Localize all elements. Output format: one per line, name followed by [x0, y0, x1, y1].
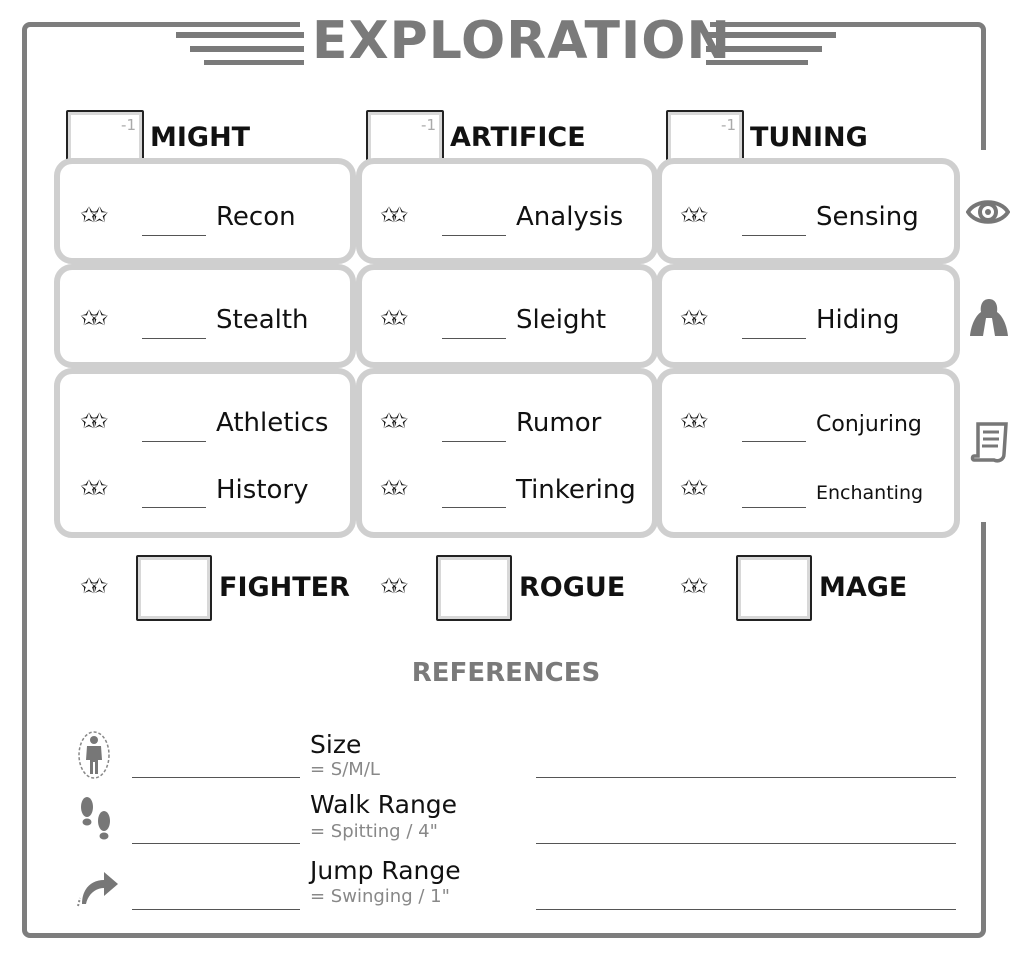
skill-conjuring: Conjuring	[816, 412, 922, 437]
ref-size-label: Size	[310, 730, 362, 759]
title-bar-right	[706, 46, 822, 52]
ref-jump-label: Jump Range	[310, 856, 461, 885]
skill-tinkering: Tinkering	[516, 475, 636, 505]
size-value-line[interactable]	[132, 777, 300, 778]
skill-blank[interactable]	[742, 441, 806, 442]
title-bar-right	[706, 32, 836, 38]
references-title: REFERENCES	[411, 658, 601, 688]
footprints-icon	[81, 797, 110, 840]
star-rating[interactable]: ✩✩	[80, 306, 108, 330]
ref-size-sub: = S/M/L	[310, 759, 380, 780]
skill-blank[interactable]	[142, 235, 206, 236]
scroll-icon	[970, 422, 1008, 463]
star-rating[interactable]: ✩✩	[80, 574, 108, 598]
title-bar-left	[204, 60, 304, 65]
title-bar-right	[706, 60, 808, 65]
class-rogue: ROGUE	[519, 572, 626, 603]
class-fighter: FIGHTER	[219, 572, 350, 603]
star-rating[interactable]: ✩✩	[680, 409, 708, 433]
eye-icon	[966, 200, 1010, 224]
jump-notes-line[interactable]	[536, 909, 956, 910]
page-title: EXPLORATION	[312, 11, 732, 71]
star-rating[interactable]: ✩✩	[380, 409, 408, 433]
class-mage: MAGE	[819, 572, 908, 603]
skill-blank[interactable]	[742, 507, 806, 508]
skill-cell	[656, 158, 960, 264]
star-rating[interactable]: ✩✩	[80, 203, 108, 227]
star-rating[interactable]: ✩✩	[380, 306, 408, 330]
figure-size-icon	[78, 731, 110, 779]
skill-blank[interactable]	[442, 507, 506, 508]
star-rating[interactable]: ✩✩	[380, 203, 408, 227]
rogue-level-box[interactable]	[436, 555, 512, 621]
title-bar-left	[176, 32, 304, 38]
walk-value-line[interactable]	[132, 843, 300, 844]
star-rating[interactable]: ✩✩	[680, 306, 708, 330]
skill-blank[interactable]	[142, 338, 206, 339]
skill-cell	[656, 264, 960, 368]
skill-blank[interactable]	[442, 235, 506, 236]
skill-blank[interactable]	[442, 441, 506, 442]
skill-cell	[356, 368, 658, 538]
tuning-label: TUNING	[750, 122, 868, 153]
might-label: MIGHT	[150, 122, 251, 153]
walk-notes-line[interactable]	[536, 843, 956, 844]
star-rating[interactable]: ✩✩	[680, 203, 708, 227]
ref-walk-sub: = Spitting / 4"	[310, 821, 438, 842]
star-rating[interactable]: ✩✩	[680, 476, 708, 500]
skill-stealth: Stealth	[216, 305, 309, 335]
skill-cell	[54, 368, 356, 538]
star-rating[interactable]: ✩✩	[80, 476, 108, 500]
skill-cell	[356, 158, 658, 264]
star-rating[interactable]: ✩✩	[80, 409, 108, 433]
skill-blank[interactable]	[742, 235, 806, 236]
skill-blank[interactable]	[742, 338, 806, 339]
skill-cell	[656, 368, 960, 538]
skill-recon: Recon	[216, 202, 296, 232]
might-modifier: -1	[121, 116, 136, 134]
skill-rumor: Rumor	[516, 408, 602, 438]
skill-blank[interactable]	[142, 507, 206, 508]
skill-enchanting: Enchanting	[816, 482, 924, 504]
skill-cell	[54, 158, 356, 264]
skill-blank[interactable]	[142, 441, 206, 442]
title-bar-left	[190, 46, 304, 52]
jump-value-line[interactable]	[132, 909, 300, 910]
star-rating[interactable]: ✩✩	[380, 476, 408, 500]
skill-cell	[356, 264, 658, 368]
skill-sensing: Sensing	[816, 202, 919, 232]
size-notes-line[interactable]	[536, 777, 956, 778]
skill-blank[interactable]	[442, 338, 506, 339]
skill-sleight: Sleight	[516, 305, 607, 335]
star-rating[interactable]: ✩✩	[680, 574, 708, 598]
artifice-label: ARTIFICE	[450, 122, 586, 153]
skill-history: History	[216, 475, 309, 505]
star-rating[interactable]: ✩✩	[380, 574, 408, 598]
skill-analysis: Analysis	[516, 202, 624, 232]
tuning-modifier: -1	[721, 116, 736, 134]
skill-hiding: Hiding	[816, 305, 900, 335]
skill-cell	[54, 264, 356, 368]
fighter-level-box[interactable]	[136, 555, 212, 621]
artifice-modifier: -1	[421, 116, 436, 134]
hooded-figure-icon	[970, 299, 1008, 336]
jump-arrow-icon	[77, 872, 118, 907]
ref-jump-sub: = Swinging / 1"	[310, 886, 450, 907]
mage-level-box[interactable]	[736, 555, 812, 621]
ref-walk-label: Walk Range	[310, 790, 458, 819]
skill-athletics: Athletics	[216, 408, 329, 438]
